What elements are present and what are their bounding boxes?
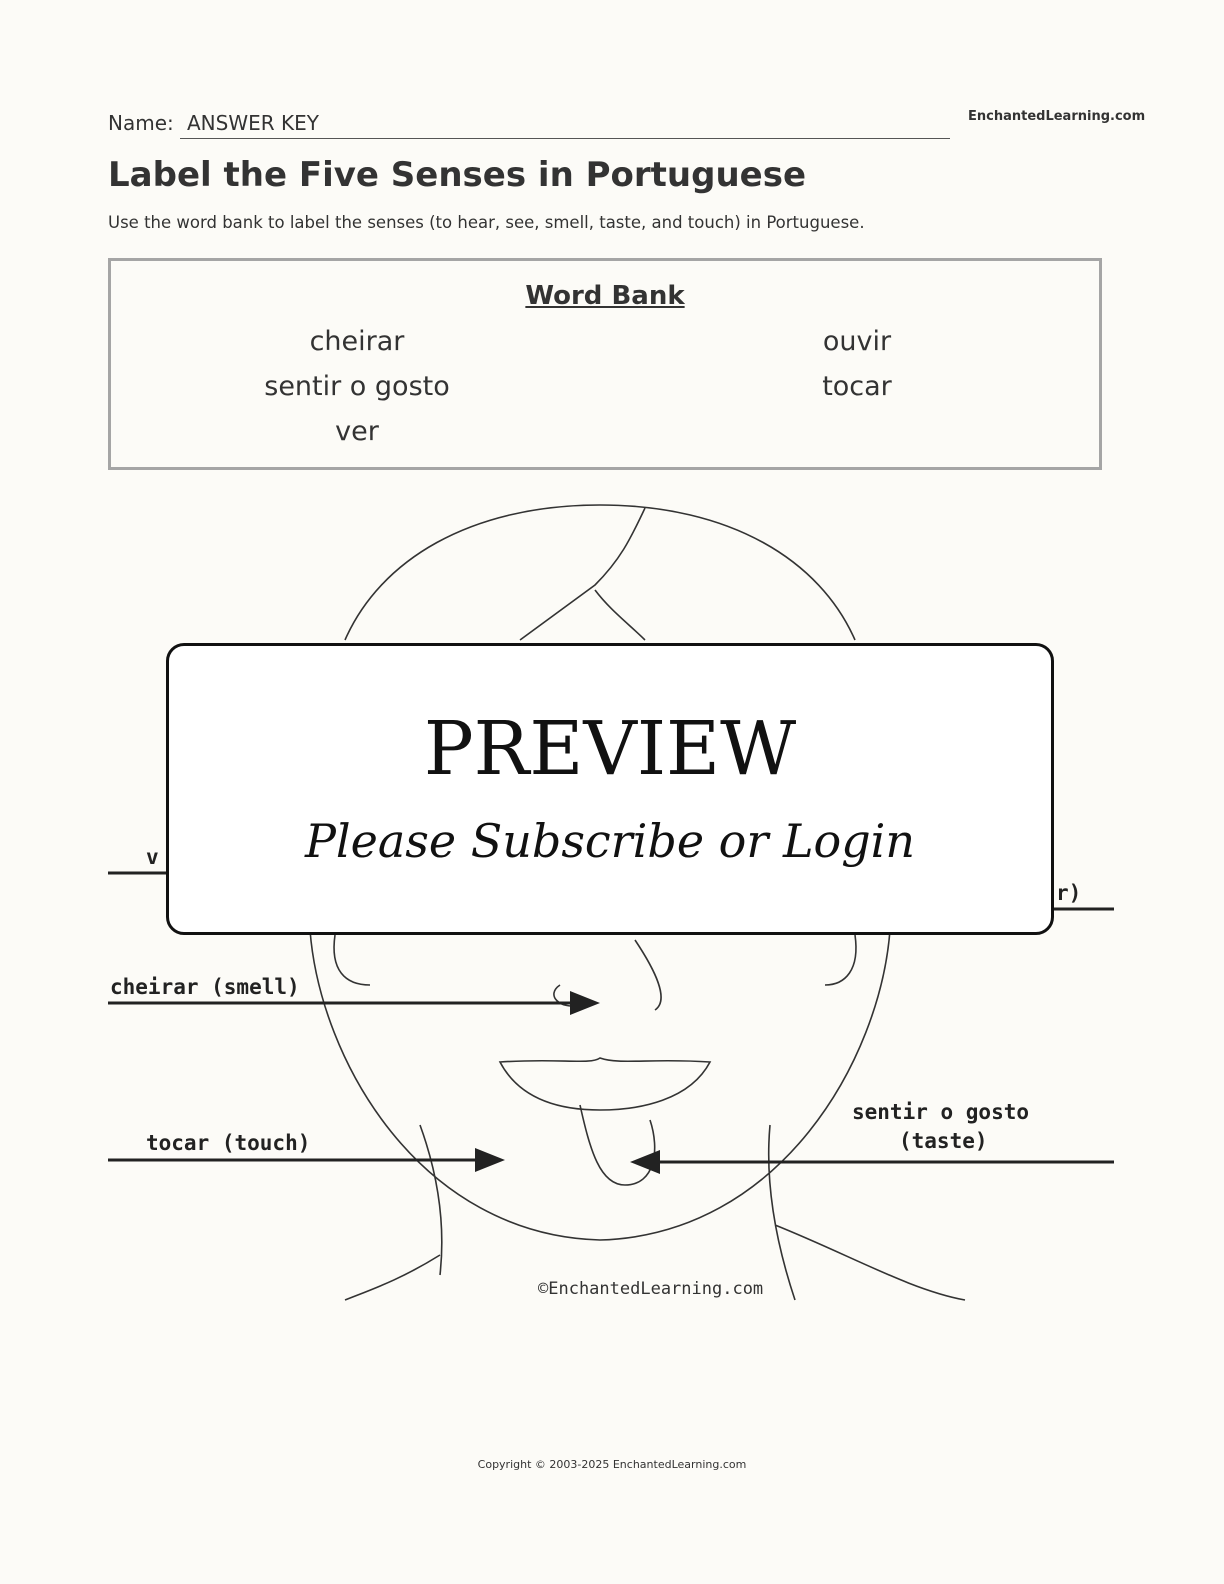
name-label: Name: [108,111,174,135]
footer-copyright: Copyright © 2003-2025 EnchantedLearning.… [477,1458,747,1471]
word-ouvir: ouvir [822,326,892,357]
taste-arrowhead [630,1150,660,1174]
left-ear [333,934,371,986]
label-touch: tocar (touch) [146,1131,310,1155]
site-logo[interactable]: EnchantedLearning.com [968,109,1146,124]
label-taste-1: sentir o gosto [852,1100,1029,1124]
word-bank: Word Bank cheirar sentir o gosto ver ouv… [108,258,1102,470]
word-bank-title: Word Bank [525,281,685,311]
label-smell: cheirar (smell) [110,975,300,999]
instructions: Use the word bank to label the senses (t… [108,213,865,232]
page-title: Label the Five Senses in Portuguese [108,155,807,195]
preview-overlay[interactable]: PREVIEW Please Subscribe or Login [166,643,1054,935]
mouth [498,1057,712,1111]
label-taste-2: (taste) [899,1129,988,1153]
touch-arrowhead [475,1148,505,1172]
name-value: ANSWER KEY [187,111,319,135]
word-ver: ver [335,416,379,447]
smell-arrowhead [570,991,600,1015]
name-line [180,138,950,139]
neck [344,1124,966,1301]
label-hear: r) [1056,881,1081,905]
subscribe-login-link[interactable]: Please Subscribe or Login [304,814,916,868]
word-cheirar: cheirar [309,326,405,357]
hair-line [519,507,646,641]
right-ear [824,934,857,986]
word-tocar: tocar [822,371,892,402]
nose [553,939,662,1011]
word-sentir-o-gosto: sentir o gosto [264,371,450,402]
diagram-credit: ©EnchantedLearning.com [538,1279,763,1299]
face-outline [309,929,891,1241]
head-outline [344,504,856,641]
preview-title: PREVIEW [423,706,797,792]
label-see: v [146,845,159,869]
tongue [579,1104,656,1186]
